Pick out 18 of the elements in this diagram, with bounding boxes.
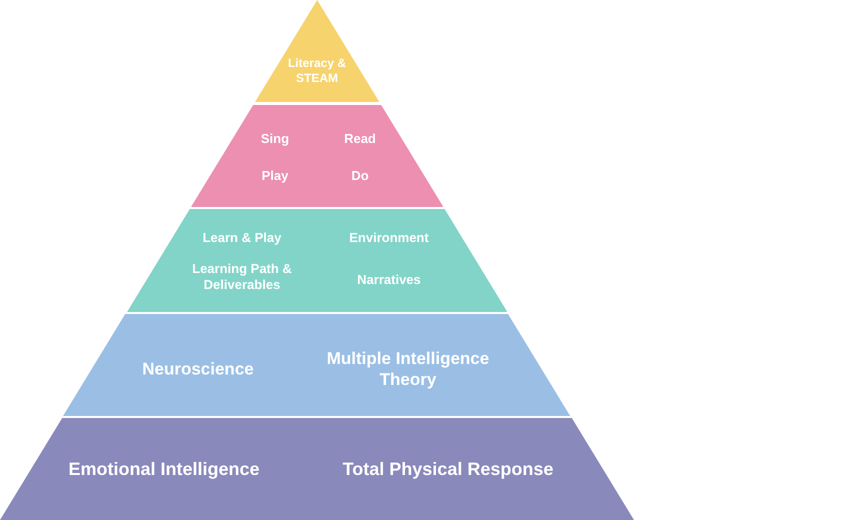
tier-label: Learn & Play (202, 230, 282, 246)
pyramid-tier (126, 209, 508, 312)
tier-label: Environment (348, 230, 430, 246)
pyramid-tier (63, 314, 571, 416)
tier-label: Neuroscience (141, 358, 255, 380)
tier-label: Total Physical Response (342, 458, 554, 480)
tier-label: Do (350, 168, 370, 184)
tier-label: Play (260, 168, 290, 184)
pyramid-tier (190, 105, 444, 207)
tier-label: Emotional Intelligence (67, 458, 261, 480)
pyramid-top-triangle (254, 0, 380, 102)
tier-label: Narratives (356, 272, 422, 288)
tier-label: Read (343, 130, 377, 148)
pyramid-tier (0, 418, 634, 520)
tier-label: Learning Path & Deliverables (191, 260, 293, 294)
tier-label: Multiple Intelligence Theory (326, 348, 490, 390)
tier-label: Sing (260, 130, 290, 148)
tier-label: Literacy & STEAM (286, 56, 347, 86)
